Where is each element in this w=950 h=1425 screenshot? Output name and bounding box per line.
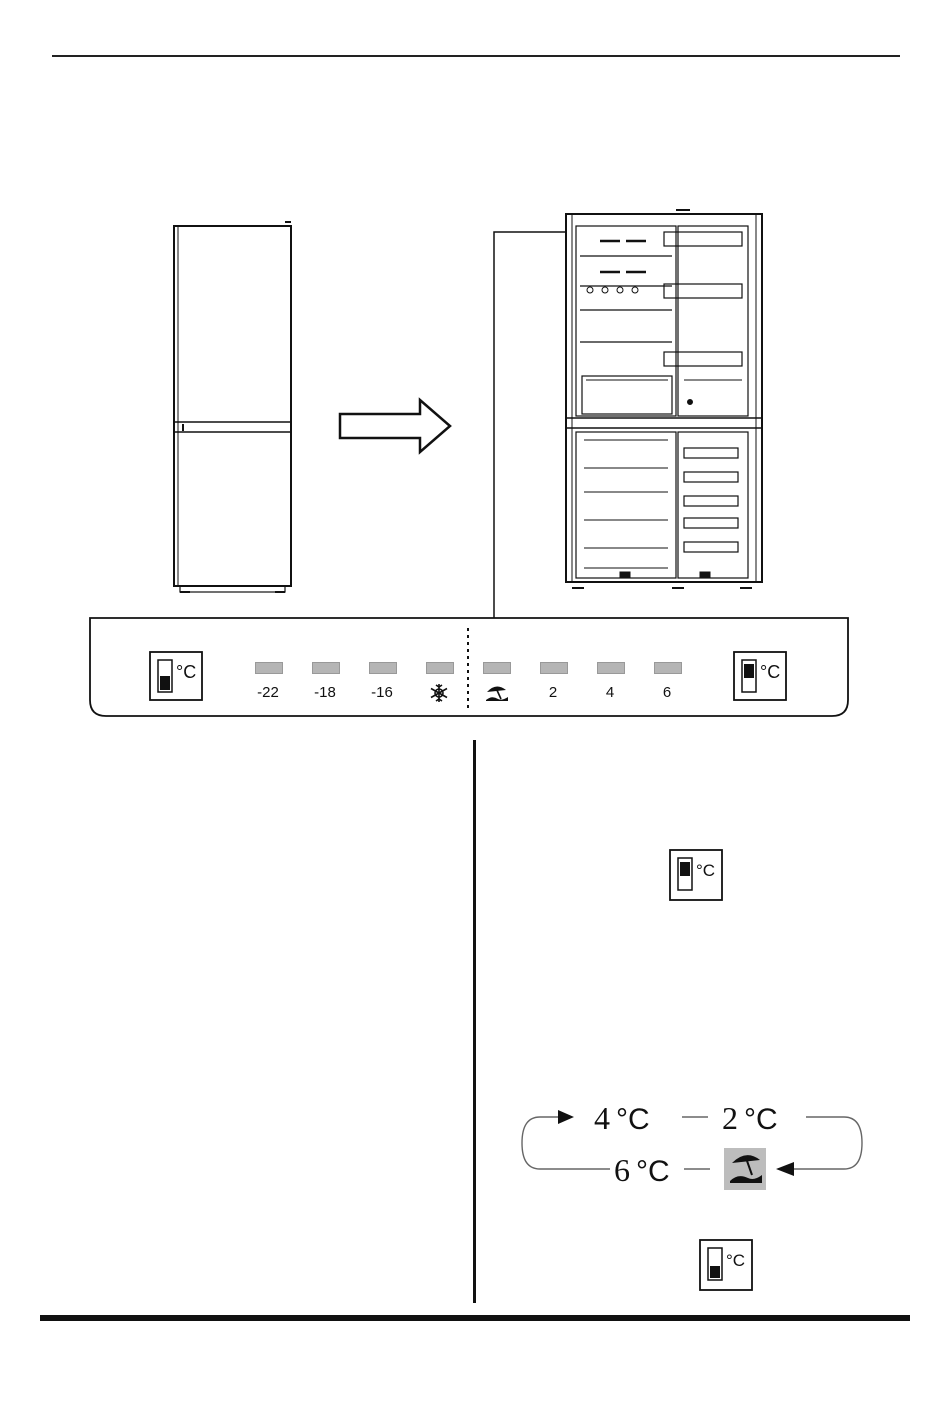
led-fridge-1 (483, 662, 511, 674)
freezer-setting-label: -16 (362, 684, 402, 701)
led-freezer-4 (426, 662, 454, 674)
snowflake-icon (428, 682, 450, 704)
arrow-right-icon (558, 1110, 574, 1124)
freezer-setting-label: -18 (305, 684, 345, 701)
led-freezer-3 (369, 662, 397, 674)
led-fridge-4 (654, 662, 682, 674)
fridge-diagram (0, 0, 950, 740)
fridge-temp-button[interactable]: °C (732, 650, 788, 702)
leader-line (494, 232, 566, 618)
freezer-setting-label: -22 (248, 684, 288, 701)
fridge-setting-label: 2 (533, 684, 573, 701)
cycle-unit: °C (744, 1103, 778, 1136)
led-fridge-3 (597, 662, 625, 674)
open-fridge-illustration (566, 210, 762, 588)
holiday-umbrella-icon (724, 1148, 766, 1190)
fridge-setting-label: 6 (647, 684, 687, 701)
closed-fridge-illustration (174, 222, 291, 592)
column-divider (473, 740, 476, 1303)
arrow-icon (340, 400, 450, 452)
button-unit: °C (726, 1251, 745, 1270)
cycle-step-4: 4 (594, 1100, 610, 1136)
cycle-step-6: 6 (614, 1152, 630, 1188)
holiday-umbrella-icon (484, 682, 510, 704)
fridge-setting-label: 4 (590, 684, 630, 701)
led-freezer-1 (255, 662, 283, 674)
button-unit: °C (696, 861, 715, 880)
freezer-temp-button[interactable]: °C (148, 650, 204, 702)
temperature-cycle-diagram: 4 °C 2 °C 6 °C (510, 1095, 870, 1200)
arrow-left-icon (776, 1162, 794, 1176)
freezer-button-unit: °C (176, 662, 196, 682)
cycle-unit: °C (636, 1155, 670, 1188)
led-freezer-2 (312, 662, 340, 674)
led-fridge-2 (540, 662, 568, 674)
cycle-step-2: 2 (722, 1100, 738, 1136)
cycle-unit: °C (616, 1103, 650, 1136)
fridge-temp-button-icon: °C (668, 848, 724, 902)
fridge-temp-button-icon-2: °C (698, 1238, 754, 1292)
footer-rule (40, 1315, 910, 1321)
fridge-button-unit: °C (760, 662, 780, 682)
